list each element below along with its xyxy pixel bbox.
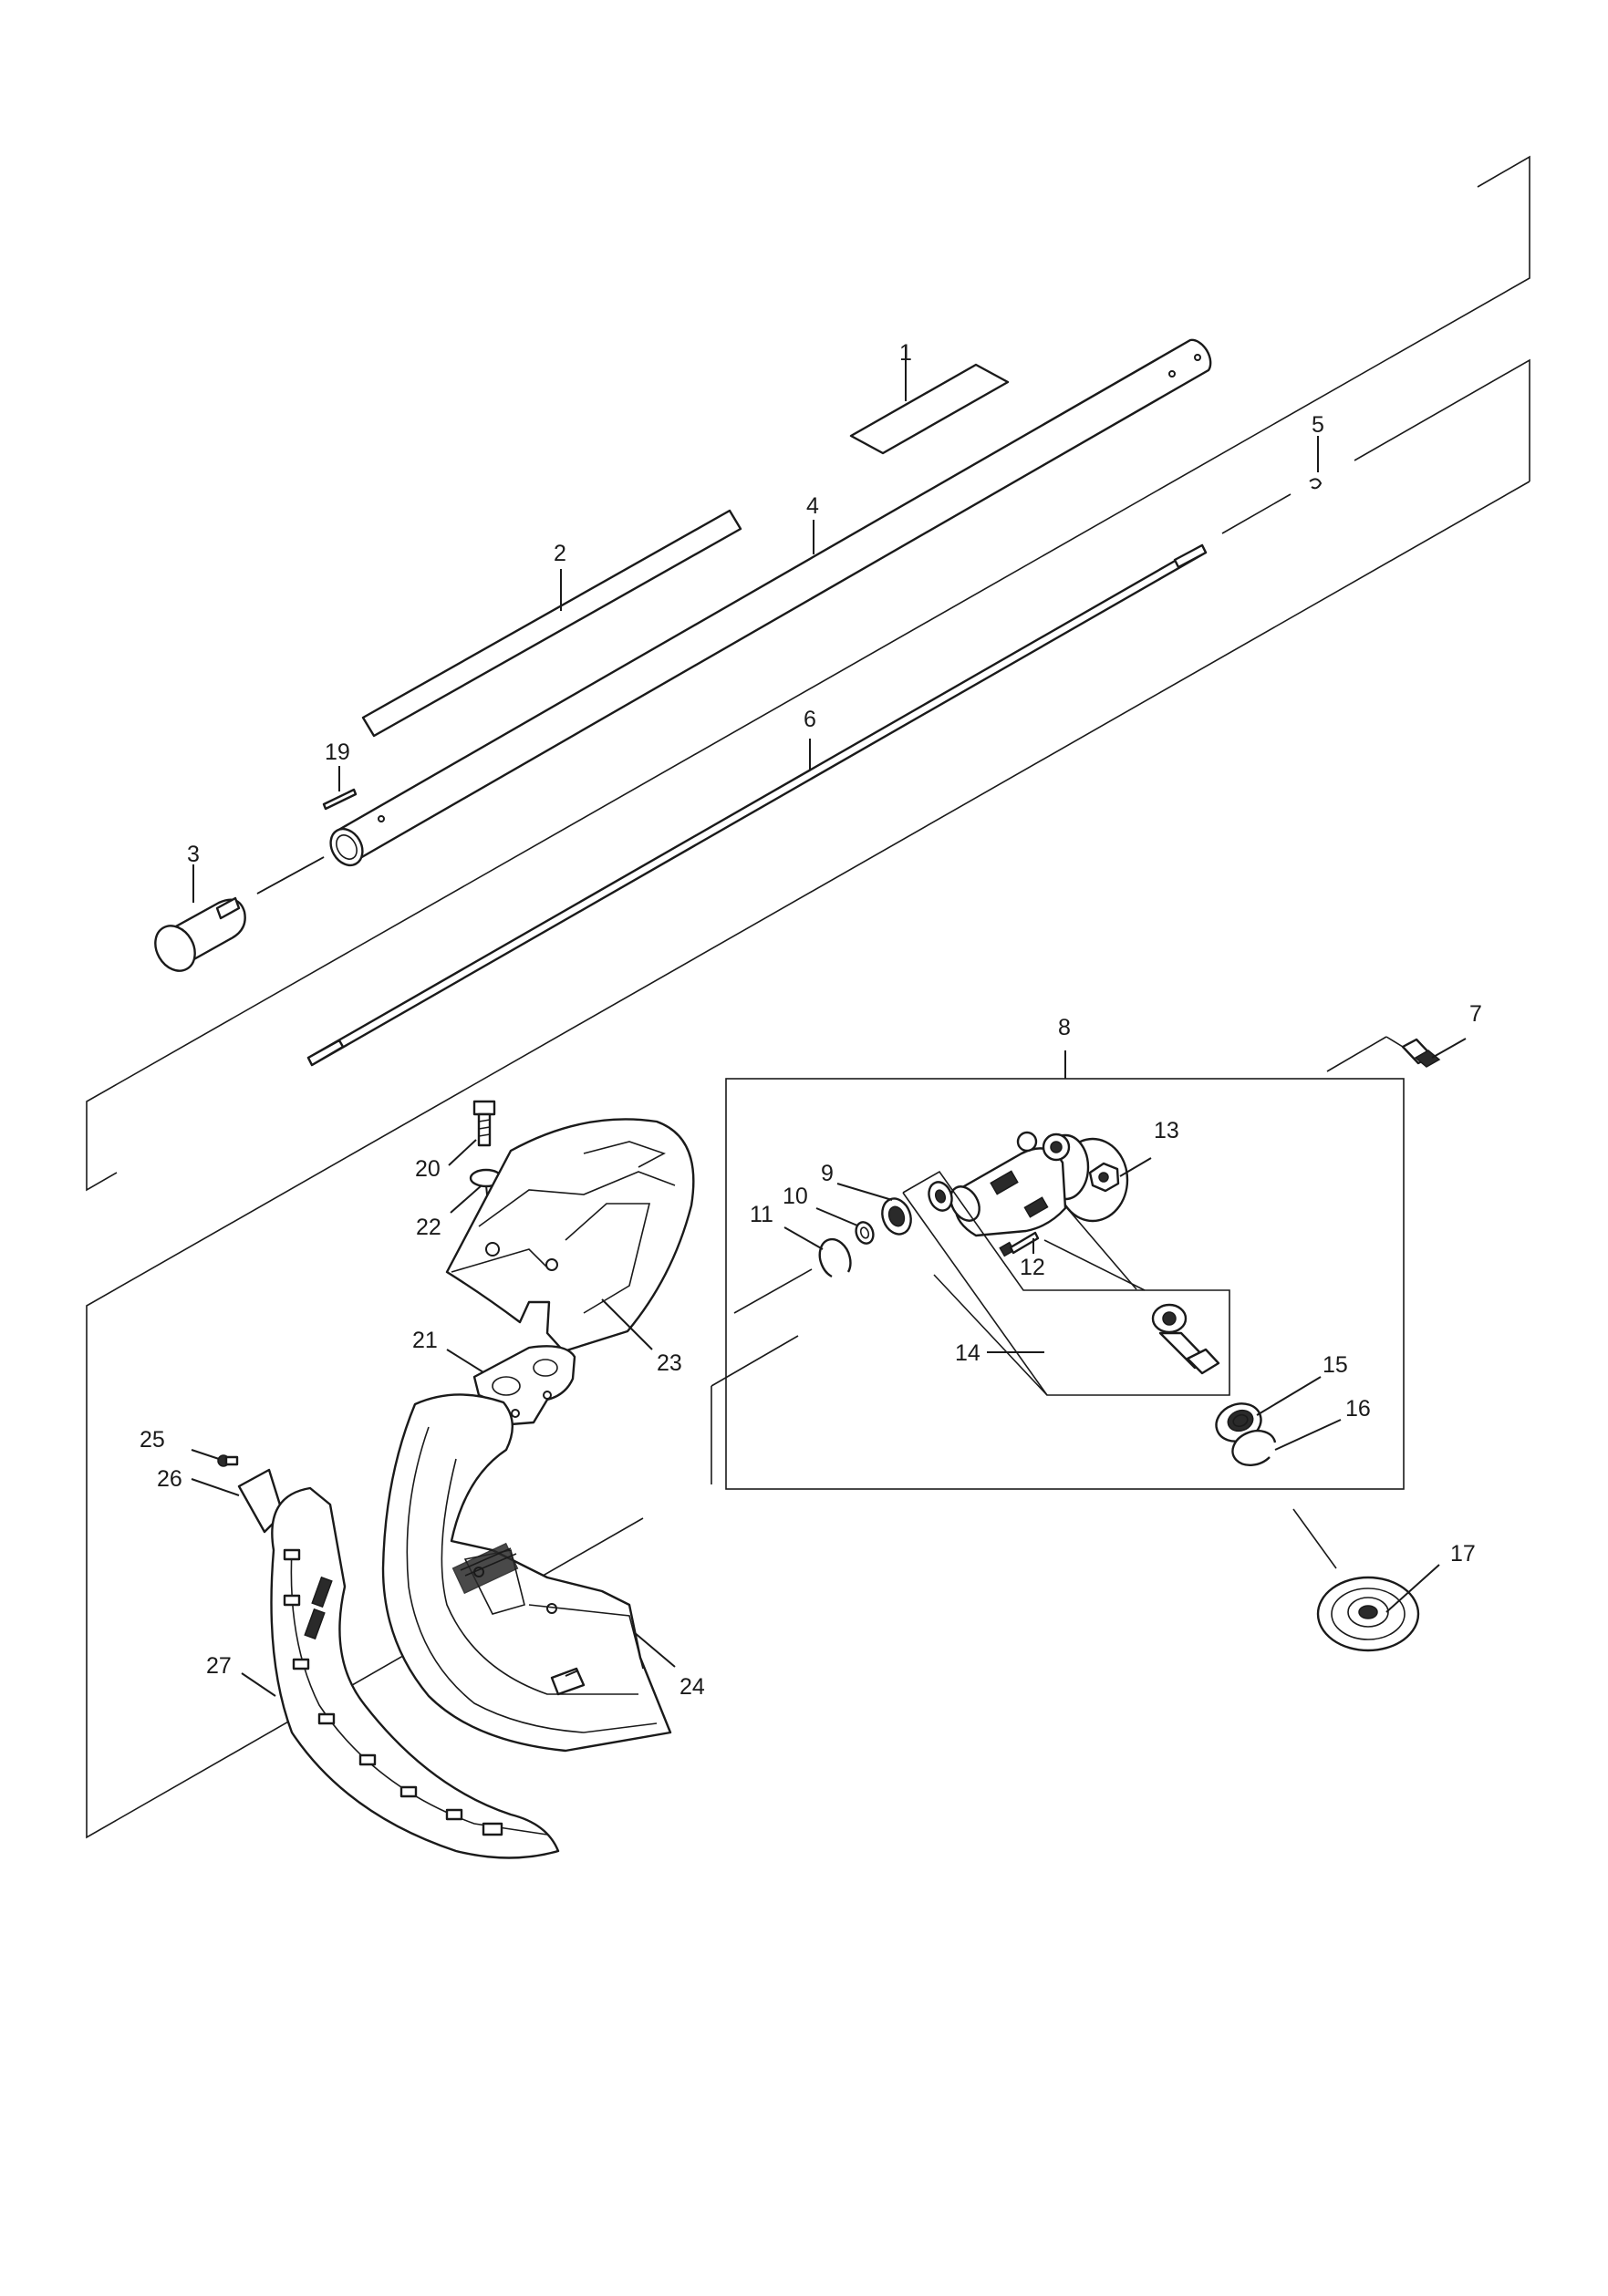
callout-26: 26 [157,1466,182,1492]
part-14-spindle-assembly: 14 [902,1170,1230,1396]
callout-25: 25 [140,1427,165,1453]
callout-13: 13 [1154,1118,1179,1143]
callout-24: 24 [680,1674,705,1700]
part-26-cutter-blade: 26 [157,1466,285,1534]
callout-27: 27 [206,1653,232,1679]
callout-23: 23 [657,1350,682,1376]
callout-21: 21 [412,1328,438,1353]
part-19-pin: 19 [322,739,358,811]
part-24-cutter-guard: 24 [381,1393,705,1753]
part-16-snap-ring: 16 [1231,1396,1371,1466]
part-25-screw: 25 [140,1427,239,1467]
callout-2: 2 [554,541,566,566]
part-9-bearing: 9 [821,1161,912,1236]
callout-5: 5 [1312,412,1324,438]
callout-14: 14 [955,1340,980,1366]
callout-15: 15 [1323,1352,1348,1378]
part-22-o-ring: 22 [416,1168,503,1250]
callout-16: 16 [1345,1396,1371,1422]
part-23-guard-cover: 23 [445,1118,695,1376]
part-12-bolt: 12 [999,1231,1045,1280]
part-8-gear-head-assembly: 8 [725,1015,1405,1490]
gear-case [949,1131,1146,1291]
part-5-clip: 5 [1309,412,1324,490]
callout-3: 3 [187,842,200,867]
part-13-nut: 13 [1088,1118,1179,1193]
callout-20: 20 [415,1156,441,1182]
part-11-snap-ring: 11 [750,1202,852,1278]
part-21-bracket: 21 [412,1328,576,1426]
part-1-label-strip: 1 [849,340,1010,455]
callout-10: 10 [783,1184,808,1209]
callout-19: 19 [325,739,350,765]
part-6-drive-shaft: 6 [306,543,1208,1067]
part-20-screw: 20 [415,1100,496,1182]
part-17-protector-plate: 17 [1292,1508,1476,1652]
part-2-label-strip: 2 [361,509,742,738]
callout-11: 11 [750,1202,773,1227]
part-27-guard-extension: 27 [206,1486,560,1859]
callout-1: 1 [899,340,912,366]
callout-12: 12 [1020,1255,1045,1280]
callout-17: 17 [1450,1541,1476,1567]
part-4-shaft-tube: 4 [329,338,1212,867]
callout-4: 4 [806,493,819,519]
callout-6: 6 [804,707,816,732]
callout-8: 8 [1058,1015,1071,1040]
part-10-washer: 10 [783,1184,875,1245]
part-3-grip-cap: 3 [154,842,325,972]
guide-frame-shaft-tube [86,155,1530,1839]
part-15-bearing: 15 [1215,1352,1348,1443]
part-7-bolt: 7 [1401,1001,1482,1068]
callout-9: 9 [821,1161,834,1186]
callout-7: 7 [1469,1001,1482,1027]
callout-22: 22 [416,1215,441,1240]
